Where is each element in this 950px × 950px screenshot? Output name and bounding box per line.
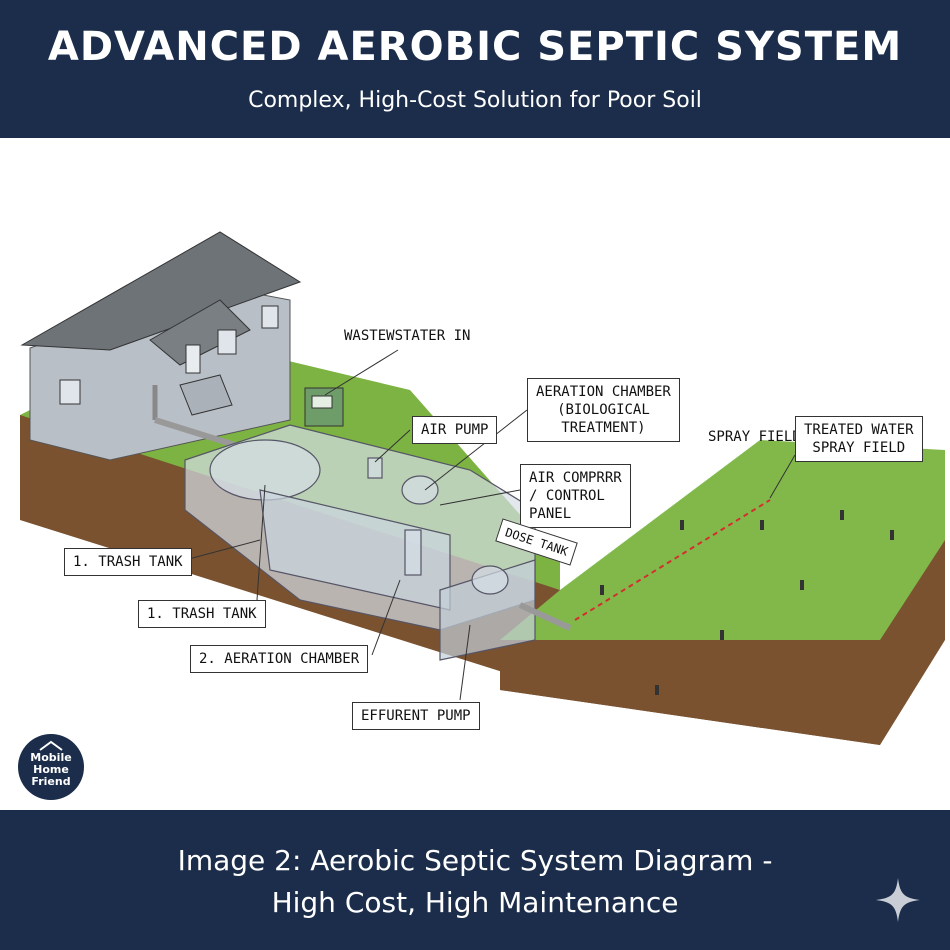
label-treated-water-line1: TREATED WATER: [804, 422, 914, 438]
leader-aeration: [424, 409, 528, 491]
sprinkler-head: [655, 685, 659, 695]
page-subtitle: Complex, High-Cost Solution for Poor Soi…: [248, 88, 702, 113]
control-panel-box: [304, 387, 344, 427]
title-banner: ADVANCED AEROBIC SEPTIC SYSTEM Complex, …: [0, 0, 950, 138]
sprinkler-heads: [600, 510, 894, 695]
label-aeration-chamber-2: 2. AERATION CHAMBER: [190, 645, 369, 673]
leader-compressor: [439, 489, 521, 506]
sprinkler-head: [760, 520, 764, 530]
brand-logo: Mobile Home Friend: [18, 734, 84, 800]
page-title: ADVANCED AEROBIC SEPTIC SYSTEM: [47, 24, 903, 70]
sprinkler-head: [840, 510, 844, 520]
leader-effluent: [459, 624, 471, 701]
logo-line-1: Mobile: [30, 751, 72, 764]
caption-banner: Image 2: Aerobic Septic System Diagram -…: [0, 810, 950, 950]
logo-line-3: Friend: [31, 775, 71, 788]
label-aeration-chamber-line2: (BIOLOGICAL: [557, 402, 650, 418]
label-effluent-pump: EFFURENT PUMP: [352, 702, 480, 730]
outlet-pipe: [518, 602, 572, 631]
house-window: [59, 379, 81, 405]
label-treated-water-line2: SPRAY FIELD: [812, 440, 906, 456]
leader-lines: [184, 349, 796, 701]
spray-distribution-line: [574, 499, 771, 621]
spray-field-top: [500, 450, 945, 640]
label-spray-field: SPRAY FIELD: [708, 429, 801, 445]
house-window: [217, 329, 237, 355]
sprinkler-head: [720, 630, 724, 640]
dose-vessel: [471, 565, 509, 595]
label-aeration-chamber-line1: AERATION CHAMBER: [536, 384, 671, 400]
tank-assembly: [184, 424, 536, 661]
leader-trash-a: [184, 539, 261, 561]
porch-steps: [179, 374, 233, 416]
air-pump-body: [367, 457, 383, 479]
sprinkler-head: [800, 580, 804, 590]
aeration-vessel: [401, 475, 439, 505]
label-aeration-chamber: AERATION CHAMBER (BIOLOGICAL TREATMENT): [527, 378, 680, 442]
caption-line-2: High Cost, High Maintenance: [271, 886, 679, 919]
house-icon: [39, 740, 63, 751]
label-wastewater-in: WASTEWSTATER IN: [344, 328, 471, 344]
house: [20, 231, 302, 461]
house-window: [261, 305, 279, 329]
logo-line-2: Home: [33, 763, 69, 776]
sprinkler-head: [890, 530, 894, 540]
leader-air-pump: [374, 429, 411, 463]
label-trash-tank-b: 1. TRASH TANK: [138, 600, 266, 628]
leader-aeration-2: [371, 579, 401, 656]
logo-roof-shape: [39, 740, 63, 751]
leader-wastewater: [324, 349, 399, 396]
label-trash-tank-a: 1. TRASH TANK: [64, 548, 192, 576]
label-air-compressor-line3: PANEL: [529, 506, 572, 522]
sprinkler-head: [600, 585, 604, 595]
label-aeration-chamber-line3: TREATMENT): [561, 420, 646, 436]
inlet-pipe: [154, 417, 236, 448]
leader-trash-b: [256, 484, 266, 601]
sprinkler-head: [680, 520, 684, 530]
label-air-compressor: AIR COMPRRR / CONTROL PANEL: [520, 464, 631, 528]
septic-system-illustration: [20, 231, 945, 745]
soil-front-right-face: [500, 640, 880, 745]
house-roof: [20, 231, 302, 351]
control-panel-screen: [311, 395, 333, 409]
effluent-pump: [404, 529, 422, 576]
label-air-pump: AIR PUMP: [412, 416, 498, 444]
caption-line-1: Image 2: Aerobic Septic System Diagram -: [177, 844, 773, 877]
label-air-compressor-line2: / CONTROL: [529, 488, 605, 504]
label-treated-water: TREATED WATER SPRAY FIELD: [795, 416, 923, 462]
label-air-compressor-line1: AIR COMPRRR: [529, 470, 622, 486]
house-door: [185, 344, 201, 374]
sparkle-icon: [876, 878, 920, 922]
leader-treated-water: [769, 454, 796, 499]
diagram-area: WASTEWSTATER IN AIR PUMP AERATION CHAMBE…: [0, 138, 950, 810]
porch-roof: [149, 299, 251, 366]
